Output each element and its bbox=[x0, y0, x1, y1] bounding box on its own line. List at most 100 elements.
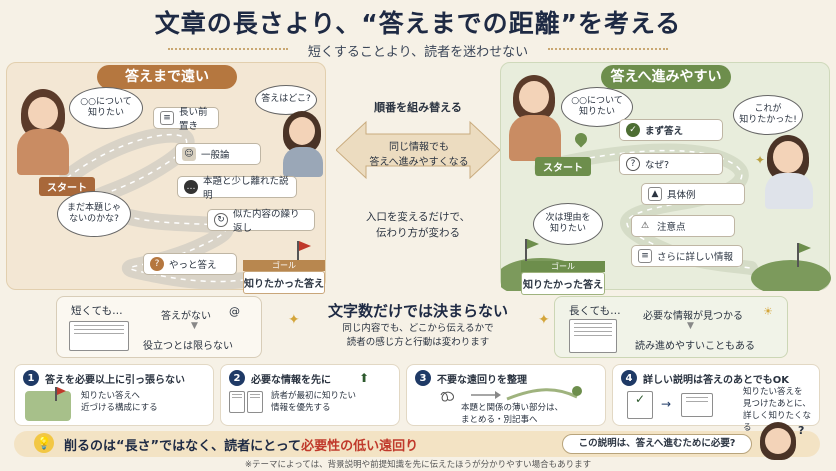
goal-label: ゴール bbox=[521, 261, 605, 272]
tip-card-1: 1 答えを必要以上に引っ張らない 知りたい答えへ 近づける構成にする bbox=[14, 364, 214, 426]
step-label: 一般論 bbox=[201, 150, 230, 161]
tip-text: 読者が最初に知りたい 情報を優先する bbox=[271, 391, 357, 413]
tip-card-2: 2 必要な情報を先に ⬆ 読者が最初に知りたい 情報を優先する bbox=[220, 364, 400, 426]
check-icon: ✓ bbox=[626, 123, 640, 137]
tip-title: 詳しい説明は答えのあとでもOK bbox=[643, 374, 789, 386]
reorder-caption: 順番を組み替える bbox=[374, 101, 462, 114]
not-useful-text: 役立つとは限らない bbox=[143, 341, 233, 352]
step-answer-first: ✓ まず答え bbox=[619, 119, 723, 141]
happy-avatar bbox=[773, 141, 803, 173]
flag-icon bbox=[799, 243, 811, 253]
arrow-caption: 同じ情報でも 答えへ進みやすくなる bbox=[369, 142, 469, 168]
tip-number: 3 bbox=[415, 370, 431, 386]
step-repetition: ↻ 似た内容の繰り返し bbox=[207, 209, 315, 234]
flag-icon bbox=[57, 387, 66, 395]
arrow-down-icon: ▼ bbox=[687, 321, 694, 331]
step-label: 似た内容の繰り返し bbox=[233, 209, 300, 234]
double-arrow-icon bbox=[336, 120, 500, 180]
step-long-intro: ≡ 長い前置き bbox=[153, 107, 219, 132]
tip-title: 答えを必要以上に引っ張らない bbox=[45, 374, 185, 386]
tip-text: 知りたい答えを 見つけたあとに、 詳しく知りたくなる bbox=[743, 387, 812, 433]
tip-title: 不要な遠回りを整理 bbox=[437, 374, 527, 386]
confused-body bbox=[283, 147, 323, 177]
reader-body bbox=[17, 129, 69, 175]
step-why: ? なぜ? bbox=[619, 153, 723, 175]
image-icon: ▲ bbox=[648, 187, 662, 201]
far-answer-panel: 答えまで遠い スタート ○○について 知りたい 答えはどこ? まだ本題じゃ ない… bbox=[6, 62, 326, 294]
winding-road bbox=[59, 126, 305, 290]
tip-text: 知りたい答えへ 近づける構成にする bbox=[81, 391, 158, 413]
long-but-box: 長くても… 必要な情報が見つかる ☀ ▼ 読み進めやすいこともある bbox=[554, 296, 788, 358]
question-icon: ? bbox=[150, 257, 164, 271]
book-icon bbox=[681, 393, 713, 417]
step-finally-answer: ? やっと答え bbox=[143, 253, 237, 275]
reader-body bbox=[509, 115, 561, 161]
tip-title: 必要な情報を先に bbox=[251, 374, 331, 386]
short-but-box: 短くても… 答えがない @ ▼ 役立つとは限らない bbox=[56, 296, 262, 358]
step-general-theory: ☺ 一般論 bbox=[175, 143, 261, 165]
spark-icon: ✦ bbox=[538, 312, 550, 328]
step-label: さらに詳しい情報 bbox=[657, 252, 734, 263]
found-bubble: これが 知りたかった! bbox=[733, 95, 803, 135]
warning-icon: ⚠ bbox=[640, 221, 650, 231]
step-label: 注意点 bbox=[657, 222, 686, 233]
tangle-to-path-icon bbox=[440, 386, 582, 402]
question-icon: ? bbox=[626, 157, 640, 171]
tip-card-4: 4 詳しい説明は答えのあとでもOK ✓ → 知りたい答えを 見つけたあとに、 詳… bbox=[612, 364, 820, 433]
divider-right bbox=[548, 48, 668, 50]
step-label: やっと答え bbox=[169, 260, 217, 271]
happy-body bbox=[765, 173, 813, 209]
easy-read-text: 読み進めやすいこともある bbox=[635, 341, 755, 352]
tip-text: 本題と関係の薄い部分は、 まとめる・別記事へ bbox=[461, 403, 564, 425]
start-tag: スタート bbox=[535, 157, 591, 176]
arrow-right-icon: → bbox=[661, 397, 672, 411]
page-subtitle: 短くすることより、読者を迷わせない bbox=[307, 45, 529, 60]
doubt-bubble: まだ本題じゃ ないのかな? bbox=[57, 191, 131, 237]
repeat-icon: ↻ bbox=[214, 213, 228, 227]
reader-avatar bbox=[519, 81, 549, 113]
document-icon: ≡ bbox=[160, 111, 174, 125]
doc-icon bbox=[247, 391, 263, 413]
doc-icon bbox=[229, 391, 245, 413]
tip-card-3: 3 不要な遠回りを整理 本題と関係の薄い部分は、 まとめる・別記事へ bbox=[406, 364, 606, 426]
sparkle-icon: ✦ bbox=[755, 153, 766, 167]
lightbulb-icon: 💡 bbox=[34, 433, 54, 453]
step-example: ▲ 具体例 bbox=[641, 183, 745, 205]
hill-icon bbox=[25, 391, 71, 421]
lightbulb-icon: ☀ bbox=[763, 305, 773, 318]
thinking-avatar bbox=[765, 428, 791, 454]
long-label: 長くても… bbox=[569, 305, 621, 317]
reason-bubble: 次は理由を 知りたい bbox=[533, 203, 603, 245]
tip-number: 4 bbox=[621, 370, 637, 386]
long-doc-icon bbox=[569, 319, 617, 353]
entrance-caption: 入口を変えるだけで、 伝わり方が変わる bbox=[365, 211, 471, 239]
answer-where-bubble: 答えはどこ? bbox=[255, 85, 317, 115]
far-answer-label: 答えまで遠い bbox=[97, 65, 237, 89]
chat-icon: … bbox=[184, 180, 198, 194]
goal-text: 知りたかった答え bbox=[243, 271, 325, 294]
goal-box: ゴール 知りたかった答え bbox=[243, 260, 325, 294]
bottom-message-highlight: 必要性の低い遠回り bbox=[301, 439, 419, 454]
step-label: まず答え bbox=[645, 126, 684, 137]
step-label: なぜ? bbox=[645, 160, 670, 171]
confused-avatar bbox=[289, 117, 315, 145]
short-doc-icon bbox=[69, 321, 129, 351]
goal-text: 知りたかった答え bbox=[521, 272, 605, 295]
bottom-message-pre: 削るのは“長さ”ではなく、読者にとって bbox=[64, 439, 302, 454]
person-icon: ☺ bbox=[182, 147, 196, 161]
goal-flag-pole bbox=[525, 239, 527, 261]
checklist-icon: ✓ bbox=[627, 391, 653, 419]
tip-number: 1 bbox=[23, 370, 39, 386]
flag-pole-2 bbox=[797, 243, 799, 267]
arrow-down-icon: ▼ bbox=[191, 321, 198, 331]
goal-flag-icon bbox=[527, 239, 539, 249]
reader-avatar bbox=[28, 97, 58, 129]
step-label: 長い前置き bbox=[179, 107, 208, 132]
question-mark-icon: ? bbox=[798, 424, 805, 437]
no-answer-text: 答えがない bbox=[161, 311, 211, 322]
center-text: 同じ内容でも、どこから伝えるかで 読者の感じ方と行動は変わります bbox=[342, 323, 494, 349]
reader-thought-bubble: ○○について 知りたい bbox=[69, 87, 143, 129]
near-answer-panel: 答えへ進みやすい スタート ○○について 知りたい これが 知りたかった! ✦ … bbox=[500, 62, 831, 295]
page-title: 文章の長さより、“答えまでの距離”を考える bbox=[154, 9, 682, 38]
flag-pole bbox=[55, 387, 57, 401]
